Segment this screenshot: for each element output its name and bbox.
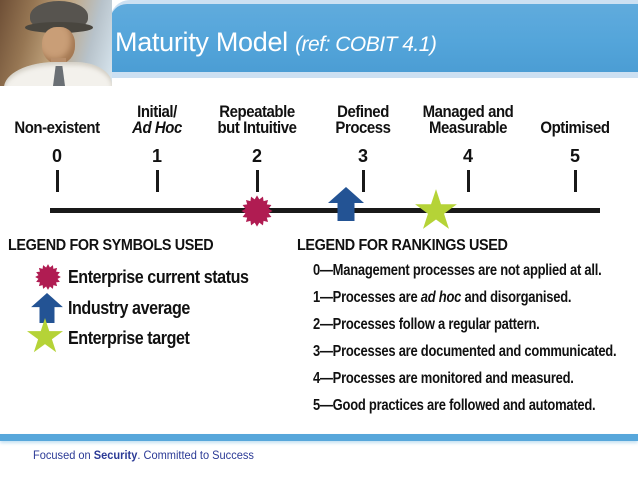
tick-mark-4 [467, 170, 470, 192]
scale-number-3: 3 [357, 146, 368, 166]
footer-divider-strip [0, 434, 638, 441]
footer-tagline-text: . Committed to Success [137, 448, 254, 462]
scale-number-1: 1 [151, 146, 162, 166]
ranking-text: 3—Processes are documented and communica… [313, 343, 617, 360]
starburst-shape [35, 264, 61, 290]
scale-label-line: Measurable [429, 118, 507, 137]
arrow-up-shape [31, 293, 63, 323]
ranking-text: 0—Management processes are not applied a… [313, 262, 602, 279]
scale-number-2: 2 [251, 146, 262, 166]
scale-label-optimised: Optimised [509, 118, 638, 137]
tick-mark-1 [156, 170, 159, 192]
arrow-up-icon [31, 293, 63, 323]
ranking-text: 2—Processes follow a regular pattern. [313, 316, 540, 333]
scale-label-line: Non-existent [14, 118, 100, 137]
star-shape [415, 189, 457, 229]
scale-label-line: but Intuitive [217, 118, 297, 137]
symbols-legend-item-label: Enterprise target [68, 327, 190, 348]
title-banner-fill [110, 4, 638, 72]
symbols-legend-item-label: Industry average [68, 297, 190, 318]
scale-number-0: 0 [51, 146, 62, 166]
marker-enterprise-current-status-starburst-icon [241, 195, 273, 227]
tick-mark-5 [574, 170, 577, 192]
marker-enterprise-target-star-icon [415, 189, 457, 229]
scale-label-line: Process [335, 118, 391, 137]
starburst-shape [241, 195, 273, 227]
footer-tagline: Focused on Security. Committed to Succes… [33, 448, 254, 462]
ranking-text: 5—Good practices are followed and automa… [313, 397, 596, 414]
rankings-legend-heading: LEGEND FOR RANKINGS USED [297, 237, 508, 254]
scale-label-non-existent: Non-existent [0, 118, 123, 137]
footer-tagline-bold: Security [93, 448, 138, 462]
presenter-tie [53, 66, 65, 86]
ranking-text: and disorganised. [461, 289, 572, 306]
scale-label-line: Repeatable [219, 102, 295, 121]
scale-label-line: Optimised [540, 118, 610, 137]
ranking-text-italic: ad hoc [420, 289, 462, 306]
star-icon [27, 318, 63, 353]
tick-mark-3 [362, 170, 365, 192]
ranking-item-1: 1—Processes are ad hoc and disorganised. [313, 289, 571, 307]
ranking-item-5: 5—Good practices are followed and automa… [313, 397, 596, 415]
ranking-item-4: 4—Processes are monitored and measured. [313, 370, 574, 388]
starburst-icon [35, 264, 61, 290]
page-title: Maturity Model (ref: COBIT 4.1) [115, 27, 437, 62]
scale-label-line: Managed and [422, 102, 514, 121]
maturity-axis-line [50, 208, 600, 213]
footer-tagline-text: Focused on [33, 448, 94, 462]
scale-label-line: Defined [337, 102, 389, 121]
page-title-main: Maturity Model [115, 27, 296, 57]
marker-industry-average-arrow-up-icon [328, 187, 364, 221]
scale-label-initial-adhoc: Initial/Ad Hoc [91, 102, 223, 137]
page-title-ref: (ref: COBIT 4.1) [295, 33, 437, 56]
scale-label-line: Initial/ [137, 102, 177, 121]
scale-number-5: 5 [569, 146, 580, 166]
presenter-face [42, 27, 75, 64]
ranking-item-0: 0—Management processes are not applied a… [313, 262, 602, 280]
symbols-legend-heading: LEGEND FOR SYMBOLS USED [8, 237, 214, 254]
ranking-text: 1—Processes are [313, 289, 421, 306]
scale-label-line: Ad Hoc [132, 118, 182, 137]
star-shape [27, 318, 63, 353]
scale-number-4: 4 [462, 146, 473, 166]
title-banner: Maturity Model (ref: COBIT 4.1) [110, 0, 638, 78]
ranking-item-3: 3—Processes are documented and communica… [313, 343, 617, 361]
ranking-text: 4—Processes are monitored and measured. [313, 370, 574, 387]
presenter-photo [0, 0, 112, 86]
tick-mark-0 [56, 170, 59, 192]
ranking-item-2: 2—Processes follow a regular pattern. [313, 316, 540, 334]
arrow-up-shape [328, 187, 364, 221]
symbols-legend-item-label: Enterprise current status [68, 266, 249, 287]
tick-mark-2 [256, 170, 259, 192]
